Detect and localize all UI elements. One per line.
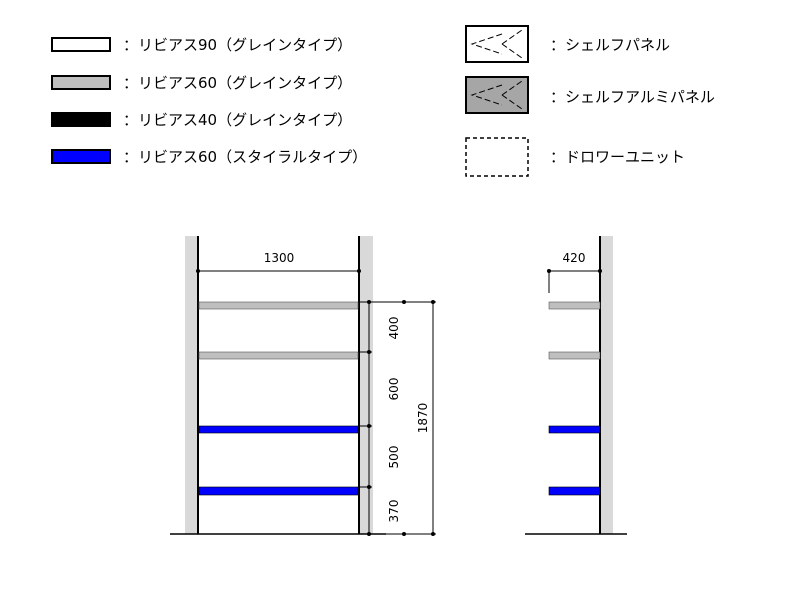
left-wall — [185, 236, 198, 534]
total-height-dimension-label: 1870 — [416, 403, 430, 434]
shelf-blue-2 — [198, 486, 359, 496]
legend-swatch-shelf-panel — [465, 25, 529, 63]
legend-label-drawer-unit: ：ドロワーユニット — [550, 148, 686, 166]
legend-swatch-gray-board — [51, 75, 111, 90]
legend-label-ribias90-grain: ：リビアス90（グレインタイプ） — [123, 36, 353, 54]
legend-swatch-shelf-aluminum-panel — [465, 76, 529, 114]
gap-dimension-600: 600 — [387, 378, 401, 401]
side-shelf-gray-1 — [548, 301, 601, 310]
width-dimension-label: 1300 — [264, 251, 295, 265]
side-wall — [600, 236, 613, 534]
gap-dimension-500: 500 — [387, 446, 401, 469]
gap-dimension-370: 370 — [387, 500, 401, 523]
legend-swatch-white-board — [51, 37, 111, 52]
shelf-gray-2 — [198, 351, 359, 360]
legend-swatch-drawer-unit — [465, 137, 529, 177]
depth-dimension-label: 420 — [563, 251, 586, 265]
side-shelf-blue-1 — [548, 425, 601, 434]
legend-label-ribias60-styral: ：リビアス60（スタイラルタイプ） — [123, 148, 368, 166]
shelf-blue-1 — [198, 425, 359, 434]
legend-swatch-black-board — [51, 112, 111, 127]
shelf-gray-1 — [198, 301, 359, 310]
front-view: 1300 400 600 500 370 1870 — [170, 236, 436, 536]
right-wall — [360, 236, 373, 534]
gap-dimension-400: 400 — [387, 317, 401, 340]
legend-label-ribias60-grain: ：リビアス60（グレインタイプ） — [123, 74, 353, 92]
side-view: 420 — [525, 236, 627, 535]
legend-swatch-blue-board — [51, 149, 111, 164]
side-shelf-gray-2 — [548, 351, 601, 360]
side-shelf-blue-2 — [548, 486, 601, 496]
legend-label-shelf-panel: ：シェルフパネル — [550, 36, 671, 54]
legend-label-shelf-aluminum-panel: ：シェルフアルミパネル — [550, 88, 715, 106]
legend-label-ribias40-grain: ：リビアス40（グレインタイプ） — [123, 111, 353, 129]
